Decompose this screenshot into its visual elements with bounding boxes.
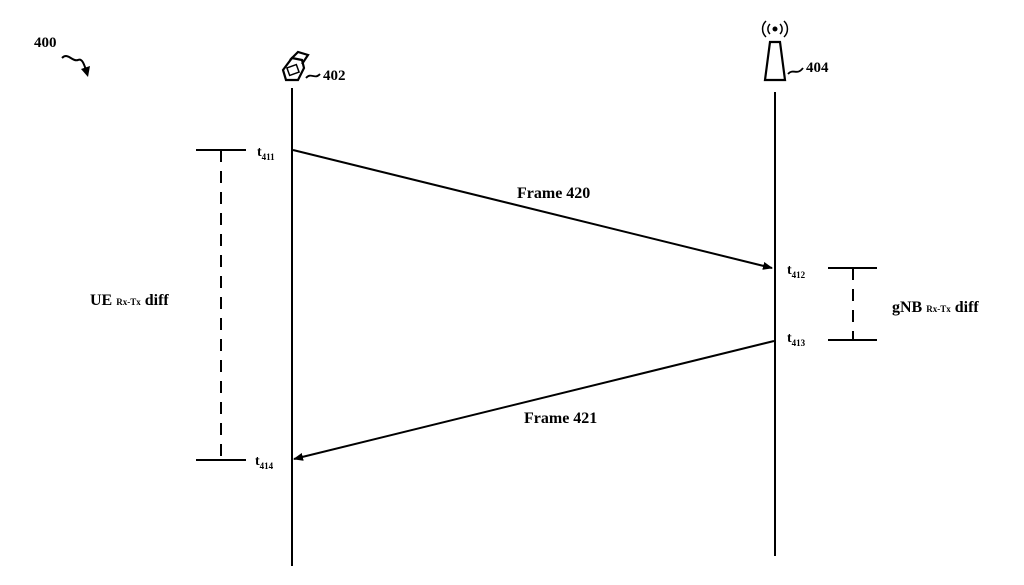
timestamp-t412: t412 bbox=[787, 263, 806, 280]
timestamp-t413: t413 bbox=[787, 331, 806, 348]
entity-ref-402: 402 bbox=[323, 68, 346, 84]
ref-404-squiggle bbox=[787, 67, 804, 75]
message-label-frame-421: Frame 421 bbox=[524, 410, 597, 427]
message-label-frame-420: Frame 420 bbox=[517, 185, 590, 202]
ref-402-squiggle bbox=[305, 73, 321, 79]
base-station-antenna-icon bbox=[761, 20, 789, 82]
timestamp-t411: t411 bbox=[257, 145, 275, 162]
figure-ref-arrowhead bbox=[81, 66, 90, 77]
figure-ref-squiggle-arrow bbox=[61, 55, 87, 71]
message-arrow-frame-421 bbox=[293, 340, 775, 461]
message-arrow-frame-420 bbox=[292, 149, 773, 270]
figure-ref-label: 400 bbox=[34, 35, 57, 51]
mobile-phone-icon bbox=[281, 50, 310, 82]
timestamp-t414: t414 bbox=[255, 454, 274, 471]
gnb-interval-bracket bbox=[828, 267, 877, 341]
entity-ref-404: 404 bbox=[806, 60, 829, 76]
ue-interval-bracket bbox=[196, 149, 246, 461]
